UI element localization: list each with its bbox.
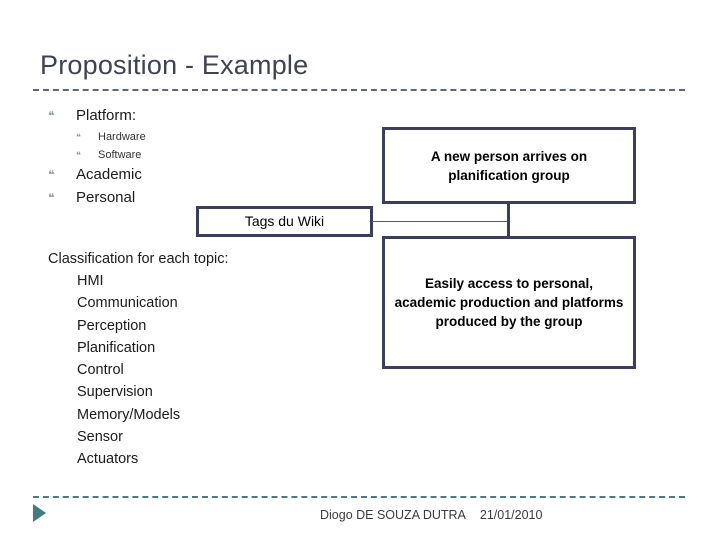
flow-box-new-person: A new person arrives on planification gr… [382,127,636,204]
title-divider [33,89,685,91]
play-triangle-icon [33,504,46,522]
footer-author: Diogo DE SOUZA DUTRA [320,508,466,522]
bullet-list: ❝ Platform: ❝ Hardware ❝ Software ❝ Acad… [48,105,378,210]
classification-item: Sensor [77,429,123,446]
classification-item: HMI [77,273,104,289]
list-item: ❝ Platform: [48,105,378,127]
list-item-label: Hardware [98,131,146,143]
flow-box-tags-du-wiki: Tags du Wiki [196,206,373,237]
bullet-marker-icon: ❝ [48,109,55,123]
bullet-marker-icon: ❝ [76,132,81,142]
classification-item: Control [77,362,124,379]
classification-item: Planification [77,339,156,356]
classification-block: Classification for each topic: HMI Commu… [48,249,348,471]
list-item: ❝ Academic [48,164,378,186]
flow-box-tags-du-wiki-label: Tags du Wiki [244,213,325,229]
list-item-label: Academic [76,166,142,183]
footer-date: 21/01/2010 [479,508,543,522]
classification-item: Memory/Models [77,406,181,423]
list-item-label: Personal [76,189,136,206]
flow-box-new-person-label: A new person arrives on planification gr… [430,148,588,183]
classification-item: Communication [77,295,178,312]
footer-divider [33,496,685,498]
bullet-marker-icon: ❝ [48,168,55,182]
flow-box-easily-access: Easily access to personal, academic prod… [382,236,636,369]
bullet-marker-icon: ❝ [48,191,55,205]
list-item-label: Platform: [76,107,137,124]
list-item-label: Software [98,149,142,161]
footer: Diogo DE SOUZA DUTRA 21/01/2010 [320,508,542,522]
classification-item: Perception [77,317,147,334]
flow-box-easily-access-label: Easily access to personal, academic prod… [394,276,624,329]
list-item: ❝ Hardware [48,128,378,146]
bullet-marker-icon: ❝ [76,150,81,160]
list-item: ❝ Personal [48,187,378,209]
classification-heading: Classification for each topic: [48,251,229,267]
page-title: Proposition - Example [40,50,309,80]
classification-item: Actuators [77,451,139,468]
connector-vertical-line [507,202,510,238]
classification-item: Supervision [77,384,153,401]
connector-horizontal-line [372,221,510,222]
list-item: ❝ Software [48,146,378,164]
